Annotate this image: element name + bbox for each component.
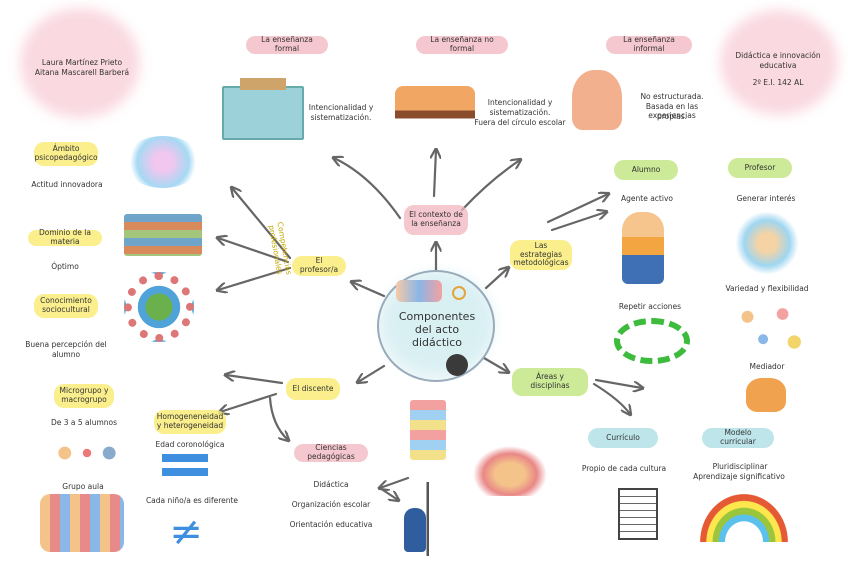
course-line-2: educativa [759,61,797,70]
arrow-center-areas [482,356,508,372]
modelo-title: Modelo curricular [702,428,774,448]
modelo-desc-2: Aprendizaje significativo [693,472,785,481]
pink-watercolor-topright [720,10,838,115]
equals-icon [162,454,208,462]
context-node: El contexto de la enseñanza [404,205,468,235]
document-icon [618,488,658,540]
ambito-title: Ámbito psicopedagógico [34,142,98,166]
discente-node: El discente [286,378,340,400]
edad-text: Edad coronológica [155,440,225,449]
ciencias-item-2: Organización escolar [291,500,371,509]
not-equal-icon: ≠ [169,509,203,555]
noformal-desc-2: sistematización. [489,108,551,117]
arrow-profesor-ambito [232,188,292,260]
formal-desc-2: sistematización. [310,113,372,122]
arrow-strat-up1 [546,194,608,224]
profesor-title: Profesor [728,158,792,178]
school-building-icon [222,86,304,140]
variedad-text: Variedad y flexibilidad [725,284,809,293]
dominio-desc: Óptimo [51,262,79,271]
arrow-strat-up2 [550,212,606,232]
estrategias-node: Las estrategias metodológicas [510,240,572,270]
ciencias-item-1: Didáctica [313,480,349,489]
arrow-center-discente [358,364,386,382]
noformal-desc-1: Intencionalidad y [487,98,553,107]
teacher-figure-icon [404,508,426,552]
pink-watercolor-topleft [20,8,140,118]
magnifier-icon [452,286,466,300]
world-people-icon [124,272,194,342]
conocimiento-title: Conocimiento sociocultural [34,294,98,318]
ciencias-item-3: Orientación educativa [289,520,373,529]
creative-kids-icon [734,212,800,274]
students-desk-icon [395,86,475,140]
arrow-discente-ciencias [268,396,288,440]
arrow-discente-micro [226,375,284,385]
arrow-center-profesor [352,282,386,298]
noformal-desc-3: Fuera del círculo escolar [474,118,566,127]
arrow-profesor-conocimiento [218,266,292,290]
alumno-desc: Agente activo [621,194,673,203]
happy-kids-icon [468,442,552,496]
informal-title: La enseñanza informal [606,36,692,54]
curriculo-desc: Propio de cada cultura [581,464,667,473]
arrow-context-formal [334,158,402,220]
arrow-ciencias-image [380,476,410,488]
arrow-discente-homo [220,392,278,412]
cycle-arrows-icon [614,318,690,364]
school-roof-icon [240,78,286,90]
noformal-title: La enseñanza no formal [416,36,508,54]
blocks-tower-icon [410,400,446,460]
micro-title: Microgrupo y macrogrupo [54,384,114,408]
small-group-icon [50,438,124,468]
modelo-desc-1: Pluridisciplinar [712,462,768,471]
brain-icon [124,136,202,188]
alumno-title: Alumno [614,160,678,180]
teacher-icon [446,354,468,376]
dominio-title: Dominio de la materia [28,229,102,246]
informal-desc-1: No estructurada. [640,92,704,101]
arrow-areas-curriculo [592,382,630,414]
girl-reading-icon [572,70,622,130]
areas-node: Áreas y disciplinas [512,368,588,396]
profesor-node: El profesor/a [292,256,346,276]
arrow-profesor-dominio [218,238,290,264]
arrow-center-strategies [484,268,508,290]
center-title: Componentes del acto didáctico [398,310,476,350]
formal-desc-1: Intencionalidad y [308,103,374,112]
ambito-desc: Actitud innovadora [31,180,103,189]
conocimiento-desc-1: Buena percepción del [25,340,107,349]
course-line-1: Didáctica e innovación [735,51,821,60]
handshake-icon [746,378,786,412]
conocimiento-desc-2: alumno [51,350,81,359]
rainbow-kids-icon [700,494,788,542]
cada-text: Cada niño/a es diferente [145,496,239,505]
mediador-text: Mediador [749,362,785,371]
arrow-context-noformal [434,150,436,198]
formal-title: La enseñanza formal [246,36,328,54]
course-line-3: 2º E.I. 142 AL [752,78,804,87]
arrow-context-informal [460,160,520,212]
micro-desc: De 3 a 5 alumnos [50,418,118,427]
center-kids-illustration [396,280,442,302]
equals-icon-bar2 [162,468,208,476]
informal-desc-2: Basada en las experiencias [645,102,699,121]
homo-title: Homogeneneidad y heterogeneidad [154,410,226,434]
books-stack-icon [124,214,202,256]
authors-line-2: Aitana Mascarell Barberá [34,68,130,77]
ciencias-node: Ciencias pedagógicas [294,444,368,462]
arrow-areas-modelo [594,378,642,388]
profesor-desc: Generar interés [736,194,796,203]
playing-kids-icon [728,300,806,356]
curriculo-title: Currículo [588,428,658,448]
class-group-icon [40,494,124,552]
grupo-aula: Grupo aula [62,482,104,491]
informal-desc-3: propias. [657,112,687,121]
arrow-image-down [378,486,398,500]
authors-line-1: Laura Martínez Prieto [41,58,123,67]
repetir-text: Repetir acciones [618,302,682,311]
boy-icon [622,212,664,284]
